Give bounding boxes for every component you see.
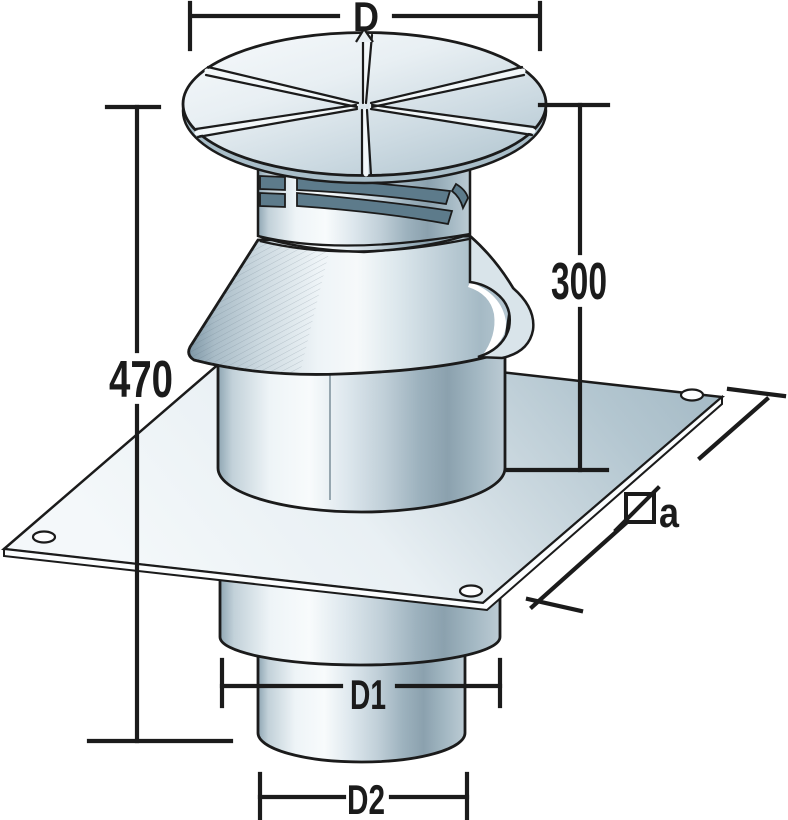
- dimension-300: [505, 102, 611, 473]
- vent-slot: [296, 192, 454, 226]
- dimension-470: [86, 104, 234, 744]
- dimension-a-label: a: [659, 489, 680, 536]
- storm-collar-cone: [187, 233, 535, 376]
- collar-rim-arc: [259, 237, 470, 253]
- vent-collar: [256, 162, 472, 254]
- dimension-470-label: 470: [109, 351, 173, 409]
- dimension-300-label: 300: [551, 253, 607, 311]
- vent-slot: [259, 192, 286, 208]
- dimension-d1: [219, 657, 503, 709]
- rain-cap: [181, 26, 548, 185]
- dimension-d2-label: D2: [347, 776, 385, 820]
- dimension-a: [525, 386, 787, 614]
- cap-spokes: [194, 33, 536, 177]
- dimension-d1-label: D1: [350, 671, 386, 718]
- plate-hole-left: [31, 530, 57, 544]
- outer-sleeve-body: [216, 350, 507, 514]
- cap-peak-nub: [355, 26, 374, 43]
- vent-slot: [450, 182, 469, 211]
- collar-rim-arc: [257, 232, 471, 247]
- square-section-icon: [613, 485, 661, 533]
- dimension-d2: [257, 771, 470, 820]
- cone-hatch-shading: [188, 240, 332, 373]
- base-plate-edge: [3, 394, 723, 612]
- dimension-d-label: D: [353, 0, 379, 40]
- cone-seam-gap: [468, 282, 507, 356]
- vent-slot: [259, 175, 286, 191]
- outer-sleeve-upper: [216, 350, 507, 514]
- dimensions: [86, 0, 787, 820]
- cone-wrap-curl: [468, 233, 535, 360]
- plate-hole-right: [679, 388, 705, 402]
- plate-hole-front: [458, 584, 484, 598]
- dimension-d: [187, 0, 543, 52]
